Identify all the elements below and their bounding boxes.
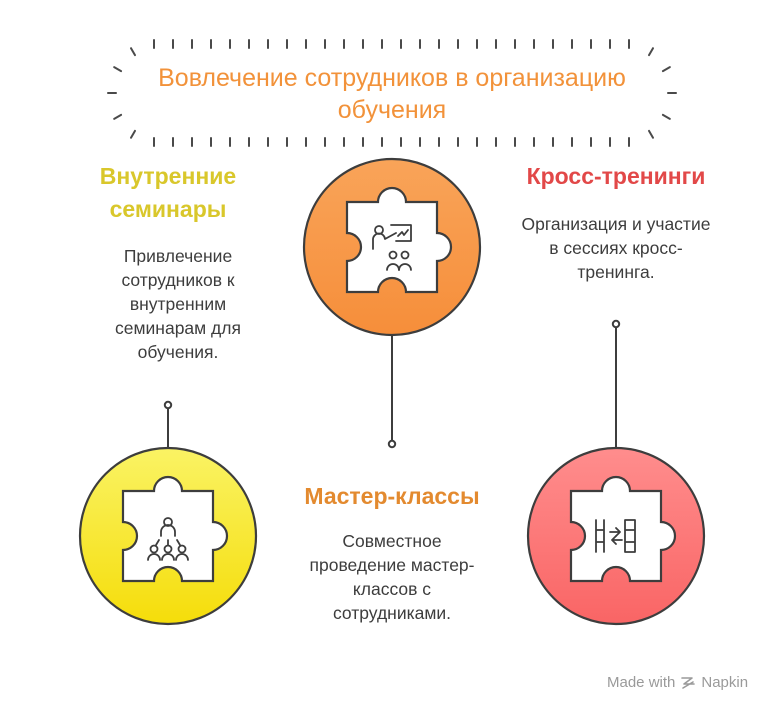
connector-left	[163, 400, 173, 448]
connector-center	[387, 336, 397, 449]
title-frame-dash	[648, 129, 654, 139]
napkin-logo-icon	[681, 676, 696, 689]
title-frame-dash	[661, 66, 671, 73]
title-frame	[107, 39, 677, 147]
cross-training-exchange-icon	[595, 519, 636, 553]
crosstraining-node	[526, 446, 706, 626]
seminar-audience-icon	[147, 517, 189, 561]
masterclass-puzzle-piece	[345, 186, 453, 294]
crosstraining-puzzle-piece	[569, 475, 677, 583]
title-frame-dash	[661, 113, 671, 120]
crosstraining-description: Организация и участие в сессиях кросс-тр…	[521, 214, 711, 282]
title-frame-dash	[113, 66, 123, 73]
masterclass-heading: Мастер-классы	[304, 483, 480, 509]
masterclass-description: Совместное проведение мастер-классов с с…	[309, 531, 475, 623]
seminars-heading: Внутренние семинары	[99, 163, 237, 222]
masterclass-node	[302, 157, 482, 337]
napkin-brand-label: Napkin	[701, 674, 749, 691]
seminars-node	[78, 446, 258, 626]
connector-right	[611, 319, 621, 448]
title-frame-dash	[648, 47, 654, 57]
made-with-label: Made with	[607, 674, 676, 691]
title-frame-dash	[113, 113, 123, 120]
title-frame-dash	[130, 129, 136, 139]
seminars-description: Привлечение сотрудников к внутренним сем…	[115, 246, 241, 362]
diagram-title: Вовлечение сотрудников в организацию обу…	[158, 64, 626, 124]
title-frame-dash	[130, 47, 136, 57]
presenter-whiteboard-icon	[372, 224, 412, 271]
made-with-napkin-badge[interactable]: Made with Napkin	[607, 674, 748, 691]
crosstraining-heading: Кросс-тренинги	[526, 163, 706, 189]
